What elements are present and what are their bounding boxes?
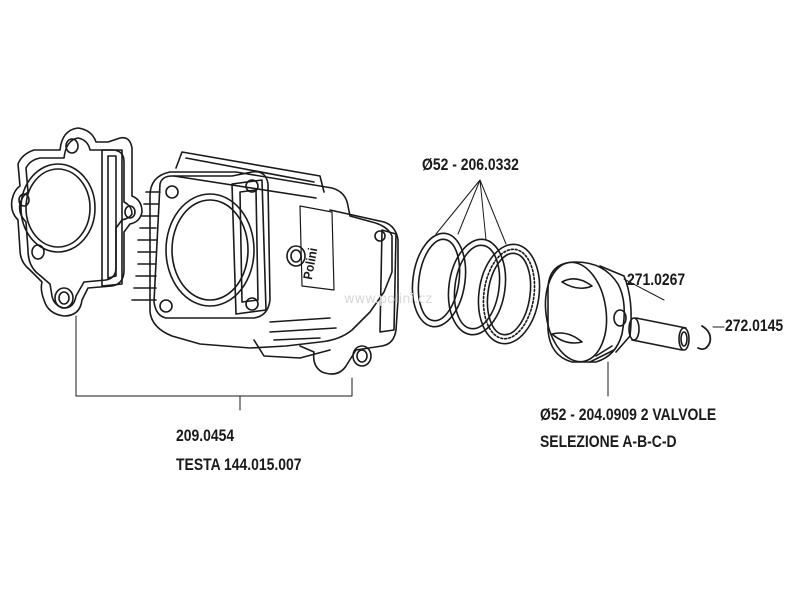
cylinder: [131, 151, 399, 375]
gasket-stud-hole: [65, 138, 79, 154]
label-piston-line2: SELEZIONE A-B-C-D: [540, 432, 677, 451]
watermark: www.polini.cz: [344, 292, 433, 307]
piston-pin-boss: [613, 309, 627, 327]
gasket-oil-channel: [101, 149, 123, 287]
label-piston-pin: 271.0267: [627, 270, 686, 289]
cylinder-bore-inner: [171, 199, 249, 301]
cylinder-spark-plug-boss: [286, 245, 306, 267]
cylinder-oil-housing: [231, 179, 267, 315]
gasket-dowel-hole: [54, 287, 74, 309]
label-circlip: 272.0145: [725, 316, 784, 335]
cylinder-base-flange: [299, 209, 399, 375]
piston-crown: [544, 261, 608, 363]
gasket-stud-hole: [18, 193, 30, 207]
cylinder-base-dowel: [352, 345, 372, 367]
label-gasket-line1: 209.0454: [176, 426, 235, 445]
piston-pin-circlip: [697, 325, 712, 351]
leader-lines: [75, 179, 725, 411]
piston-valve-relief: [561, 278, 593, 290]
cylinder-head-flange: [153, 170, 271, 319]
piston-valve-relief: [551, 332, 583, 344]
head-gasket: [10, 127, 143, 317]
gasket-bore-inner: [25, 168, 91, 248]
piston: [544, 261, 632, 363]
piston-ring: [411, 232, 467, 328]
gasket-bore: [20, 163, 96, 253]
label-gasket-line2: TESTA 144.015.007: [176, 455, 302, 474]
piston-pin: [628, 317, 690, 351]
cylinder-lower-fins: [253, 317, 337, 359]
piston-crown-outline: [547, 261, 626, 363]
cylinder-logo-plate: [299, 205, 335, 291]
label-piston-line1: Ø52 - 204.0909 2 VALVOLE: [540, 405, 717, 424]
piston-rings: [411, 232, 541, 345]
piston-ring: [447, 238, 507, 336]
cylinder-fin-studs: [131, 191, 161, 301]
gasket-stud-hole: [124, 205, 136, 219]
cylinder-top-fins: [173, 151, 325, 199]
label-rings: Ø52 - 206.0332: [422, 155, 519, 174]
gasket-inner-outline: [18, 137, 133, 309]
gasket-stud-hole: [31, 244, 45, 260]
piston-ring-oil: [477, 243, 541, 345]
cylinder-bore: [165, 193, 255, 307]
